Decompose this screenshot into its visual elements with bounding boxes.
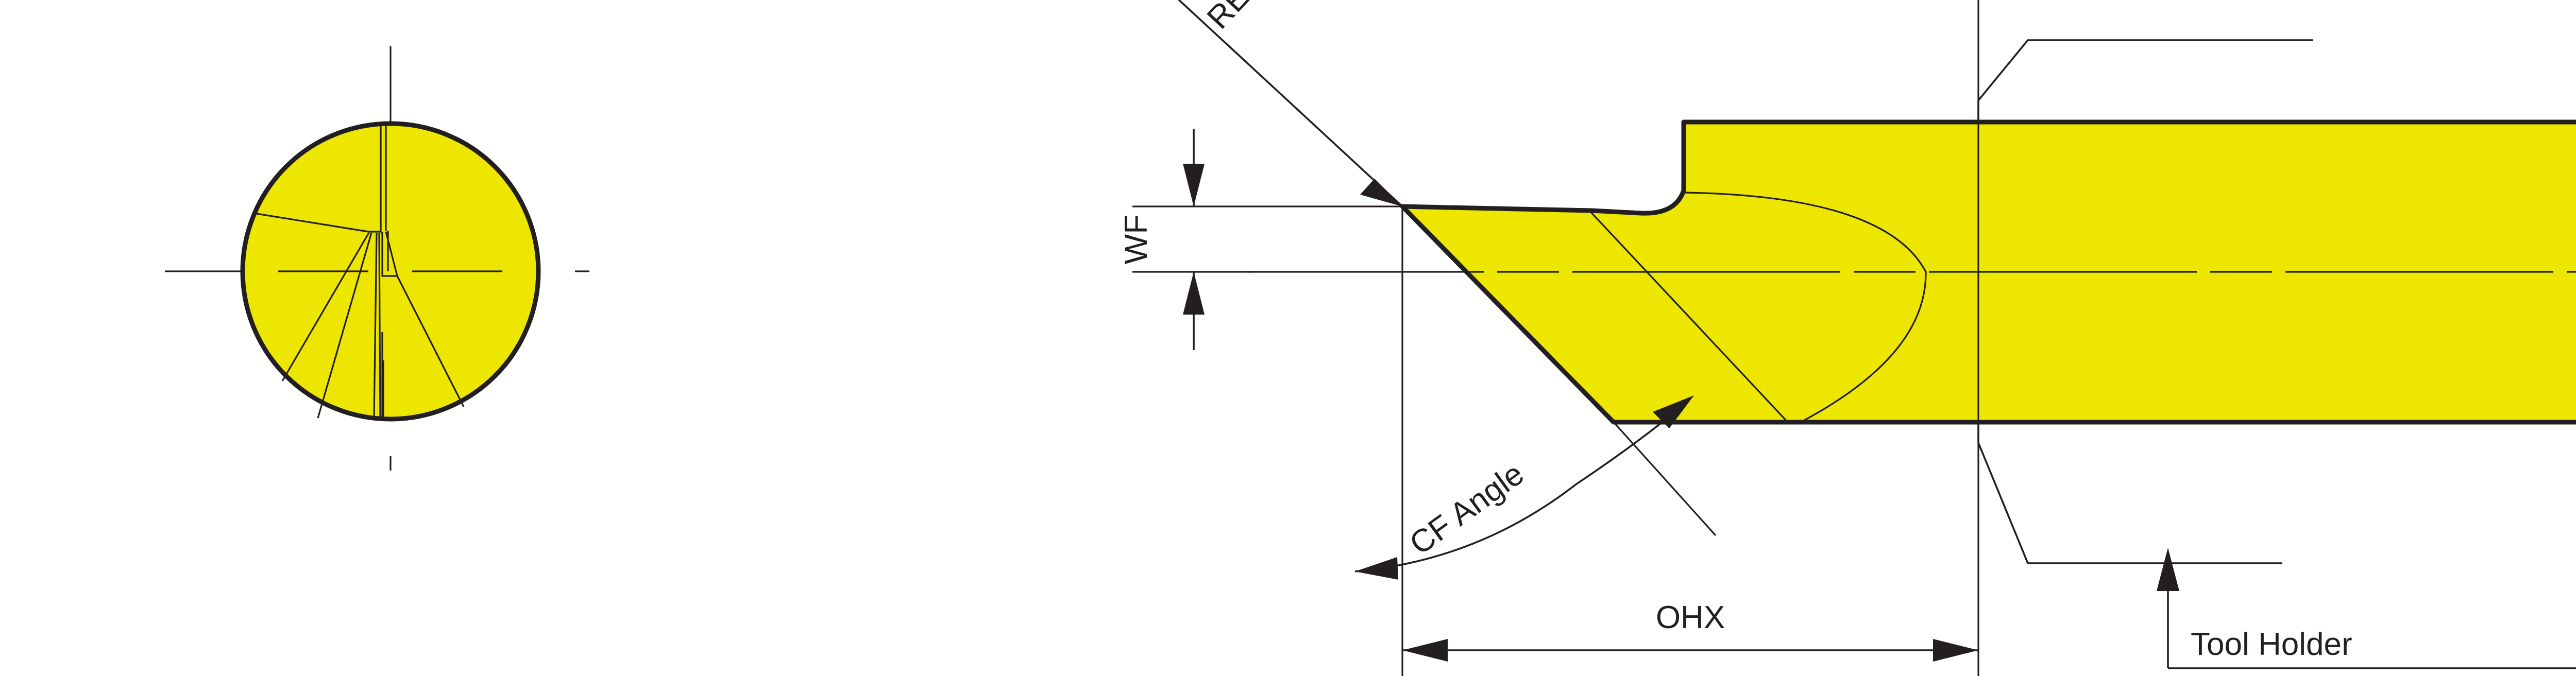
dimension-wf: WF (1118, 129, 1402, 350)
ohx-label: OHX (1656, 600, 1725, 635)
end-view-group (165, 46, 616, 497)
re-label: RE (1200, 0, 1257, 36)
cf-angle-arrow-right (1653, 395, 1694, 428)
tool-holder-arrow (2157, 548, 2179, 591)
tool-holder-upper-bracket (1977, 39, 2313, 122)
end-view-flute-lines (256, 124, 465, 419)
re-arrow (1360, 179, 1402, 206)
wf-arrow-bottom (1183, 272, 1205, 315)
ohx-arrow-left (1402, 639, 1448, 662)
cf-angle-flank-reference (1613, 421, 1717, 536)
tool-body-outline (1400, 119, 2576, 425)
cf-angle-arrow-left (1355, 557, 1398, 580)
end-view-circle-outline (240, 121, 541, 422)
tool-head-detail-lines (1588, 192, 1927, 423)
wf-label: WF (1118, 215, 1154, 264)
end-view-circle-fill (243, 124, 538, 419)
re-leader-line (1177, 0, 1403, 207)
dimension-re: RE (1177, 0, 1403, 207)
dimension-tool-holder: Tool Holder (1977, 39, 2576, 669)
tool-holder-lower-bracket (1977, 422, 2282, 564)
wf-arrow-top (1183, 164, 1205, 206)
side-view-group (1247, 119, 2576, 425)
tool-holder-label: Tool Holder (2191, 627, 2352, 662)
cf-angle-arc (1354, 401, 1689, 573)
ohx-arrow-right (1933, 639, 1978, 662)
